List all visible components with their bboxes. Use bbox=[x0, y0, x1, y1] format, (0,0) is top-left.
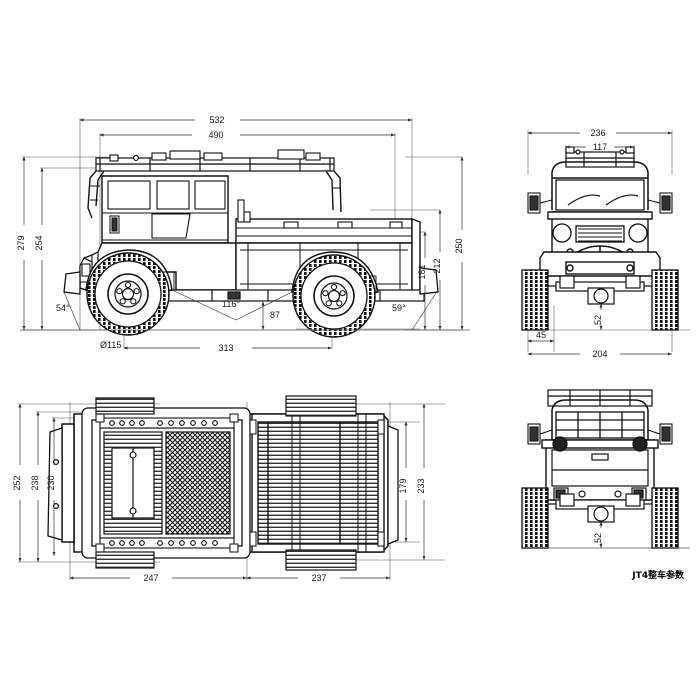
dim-breakover-angle: 116° bbox=[222, 299, 240, 309]
dim-body-length: 490 bbox=[208, 130, 223, 140]
dim-ground-clearance: 87 bbox=[270, 310, 280, 320]
dim-body-width: 238 bbox=[30, 475, 40, 490]
dim-roof-height: 254 bbox=[34, 235, 44, 250]
dim-tire-diameter: Ø115 bbox=[100, 340, 121, 350]
dim-rack-width: 117 bbox=[593, 142, 607, 152]
dim-wheelbase: 313 bbox=[218, 343, 233, 353]
dim-bed-width: 179 bbox=[398, 478, 408, 493]
top-plan-view: 252 238 230 179 233 247 237 bbox=[12, 395, 445, 583]
dim-top-overall-width: 252 bbox=[12, 475, 22, 490]
dim-cab-length: 247 bbox=[143, 573, 158, 583]
dim-bed-length: 237 bbox=[311, 573, 326, 583]
dim-front-overall-width: 236 bbox=[590, 128, 605, 138]
dim-track-width: 204 bbox=[592, 349, 607, 359]
dim-bed-height: 181 bbox=[417, 264, 427, 279]
dim-overall-height: 279 bbox=[16, 235, 26, 250]
dim-departure-angle: 59° bbox=[392, 303, 406, 313]
dim-cab-width: 230 bbox=[46, 475, 56, 490]
side-elevation-view: 532 490 279 254 181 212 250 313 bbox=[16, 115, 470, 353]
dim-cab-height: 212 bbox=[432, 258, 442, 273]
front-elevation-view: 236 117 45 204 52 bbox=[521, 128, 690, 359]
dim-rear-width: 233 bbox=[416, 478, 426, 493]
dim-overall-length: 532 bbox=[209, 115, 224, 125]
rear-elevation-view: 52 bbox=[521, 389, 690, 549]
dim-approach-angle: 54° bbox=[56, 303, 70, 313]
dim-rear-axle-clearance: 52 bbox=[593, 533, 603, 543]
dim-front-axle-clearance: 52 bbox=[593, 315, 603, 325]
dim-tire-width: 45 bbox=[536, 330, 546, 340]
title-block-label: JT4整车参数 bbox=[631, 569, 685, 581]
dim-rack-height: 250 bbox=[454, 238, 464, 253]
